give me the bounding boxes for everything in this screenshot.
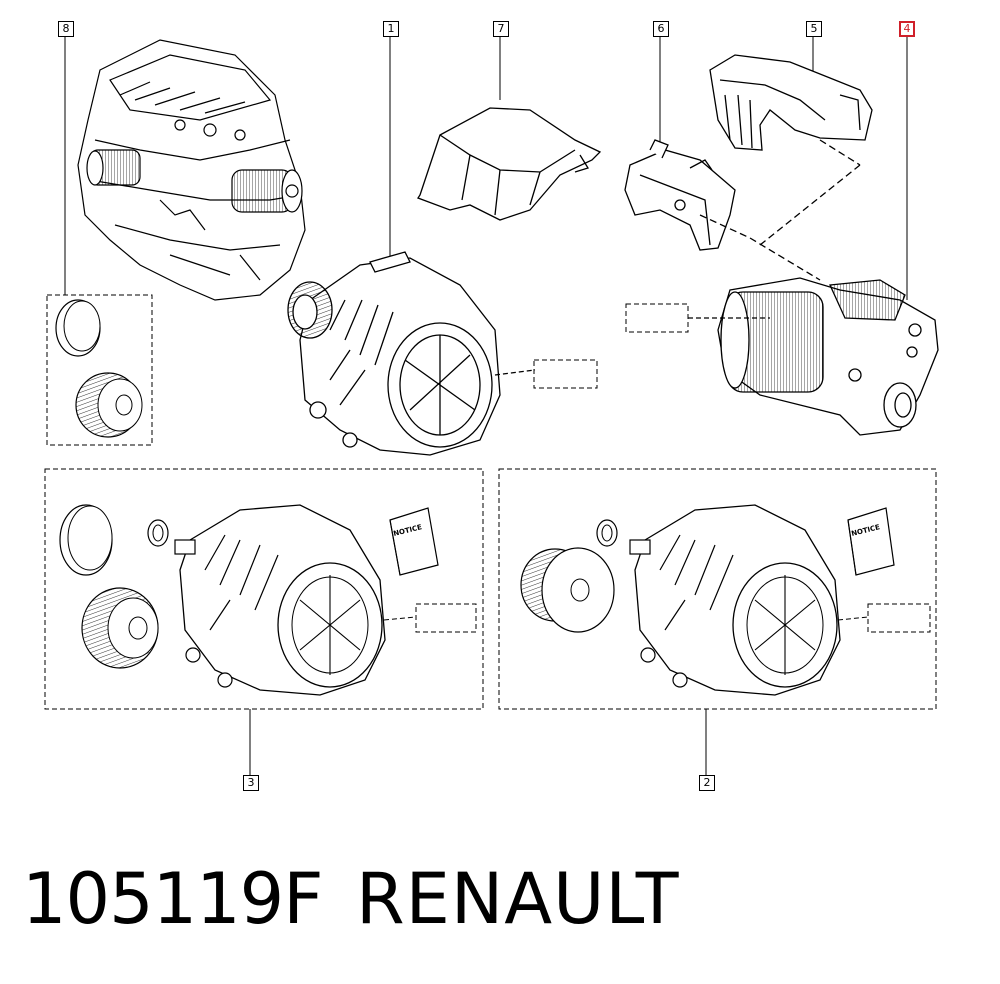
callout-1: 1 bbox=[383, 21, 399, 37]
starter-4-illustration bbox=[625, 35, 939, 436]
callout-8: 8 bbox=[58, 21, 74, 37]
callout-3: 3 bbox=[243, 775, 259, 791]
shield-5-illustration bbox=[709, 35, 873, 281]
alternator-1-illustration bbox=[287, 35, 598, 456]
callout-4-highlighted[interactable]: 4 bbox=[899, 21, 915, 37]
callout-6: 6 bbox=[653, 21, 669, 37]
engine-illustration bbox=[77, 39, 306, 301]
kit-2-group bbox=[498, 468, 937, 775]
heat-shield-7-illustration bbox=[417, 35, 602, 221]
callout-7: 7 bbox=[493, 21, 509, 37]
kit-3-group bbox=[44, 468, 484, 775]
kit-8-group bbox=[46, 35, 153, 446]
callout-5: 5 bbox=[806, 21, 822, 37]
callout-2: 2 bbox=[699, 775, 715, 791]
part-number: 105119F bbox=[22, 858, 323, 940]
brand-name: RENAULT bbox=[356, 858, 680, 940]
bracket-6-illustration bbox=[624, 35, 751, 251]
